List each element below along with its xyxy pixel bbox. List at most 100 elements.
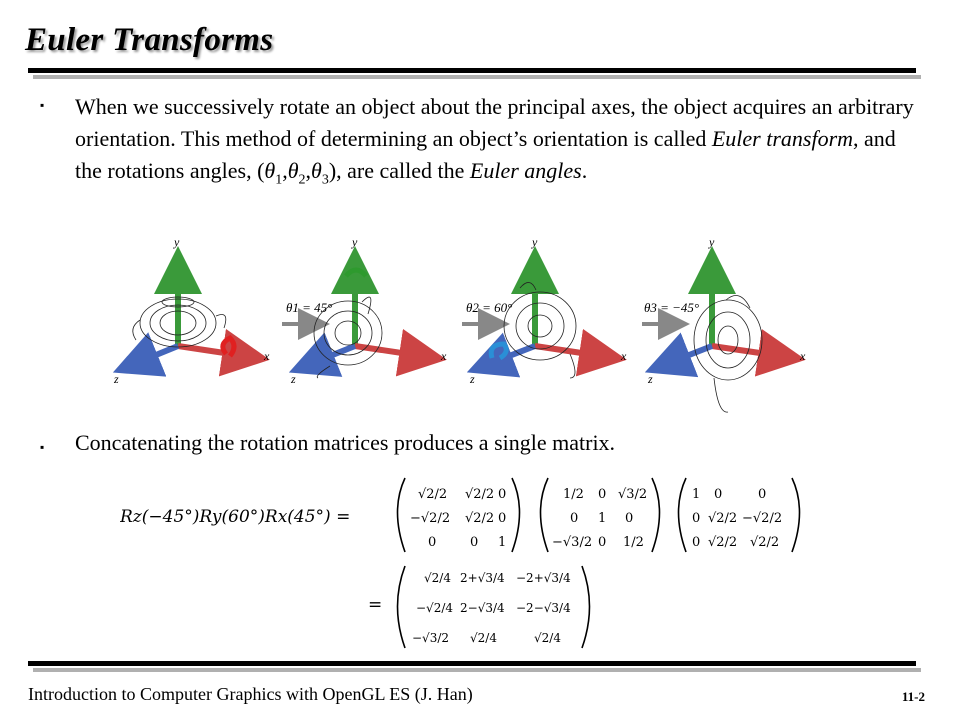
z-axis-label: z — [647, 372, 653, 386]
x-axis-label: x — [263, 349, 270, 363]
matrix-cell: √2/4 — [424, 571, 451, 585]
step-label-1: θ1 = 45° — [286, 300, 332, 315]
matrix-cell: √2/4 — [534, 631, 561, 645]
footer-citation: Introduction to Computer Graphics with O… — [28, 684, 473, 704]
matrix-cell: 0 — [714, 487, 722, 502]
matrix-cell: √2/4 — [470, 631, 497, 645]
matrix-cell: 0 — [570, 511, 578, 526]
slide-title: Euler Transforms — [25, 22, 274, 58]
para-comma: , — [305, 158, 312, 183]
x-axis-label: x — [620, 349, 627, 363]
bullet-paragraph-concat: Concatenating the rotation matrices prod… — [75, 430, 616, 455]
z-axis — [112, 332, 180, 377]
matrix-ry: 1/2 0 √3/2 0 1 0 −√3/2 0 1/2 — [539, 477, 661, 553]
matrix-cell: 0 — [498, 511, 506, 526]
theta-subscript: 2 — [298, 172, 306, 188]
matrix-result: √2/4 2+√3/4 −2+√3/4 −√2/4 2−√3/4 −2−√3/4… — [396, 565, 591, 649]
matrix-cell: √2/2 — [465, 511, 494, 526]
matrix-cell: −√2/2 — [742, 511, 782, 526]
rotation-y-arrow — [344, 267, 368, 278]
z-axis — [644, 332, 714, 378]
teapot-wireframe — [503, 282, 577, 379]
bullet-marker: ▪ — [40, 440, 45, 454]
stage-2: y x z — [288, 235, 447, 386]
x-axis-label: x — [799, 349, 806, 363]
equation-equals: = — [368, 595, 382, 615]
matrix-cell: −√2/2 — [410, 511, 450, 526]
theta-symbol: θ — [264, 158, 276, 183]
rotation-x-arrow — [220, 334, 237, 358]
z-axis — [288, 332, 357, 377]
matrix-cell: √3/2 — [618, 487, 647, 502]
matrix-rx: 1 0 0 0 √2/2 −√2/2 0 √2/2 √2/2 — [677, 477, 801, 553]
stage-1: y x z — [112, 235, 270, 386]
z-axis-label: z — [113, 372, 119, 386]
page-number: 11-2 — [901, 689, 925, 704]
footer-rule-shadow — [33, 668, 921, 672]
theta-symbol: θ — [311, 158, 322, 183]
footer-rule — [28, 661, 916, 666]
x-axis — [177, 328, 270, 377]
matrix-cell: √2/2 — [708, 511, 737, 526]
term-euler-transform: Euler transform — [711, 126, 854, 151]
matrix-cell: 1 — [692, 487, 700, 502]
y-axis-label: y — [531, 235, 538, 249]
matrix-cell: 0 — [470, 535, 478, 550]
title-rule-shadow — [33, 75, 921, 79]
teapot-wireframe — [313, 296, 383, 379]
matrix-cell: −2+√3/4 — [516, 571, 571, 585]
matrix-cell: 0 — [428, 535, 436, 550]
bullet-marker: ▪ — [40, 98, 45, 112]
para-text: ), are called the — [328, 158, 470, 183]
matrix-cell: 0 — [692, 535, 700, 550]
title-rule — [28, 68, 916, 73]
matrix-cell: 2+√3/4 — [460, 571, 505, 585]
step-label-2: θ2 = 60° — [466, 300, 512, 315]
matrix-cell: 1/2 — [563, 487, 584, 502]
matrix-cell: 1/2 — [623, 535, 644, 550]
equation-lhs: Rz(−45°)Ry(60°)Rx(45°) = — [120, 507, 350, 527]
stage-4: y x z — [644, 235, 806, 413]
para-text: . — [581, 158, 588, 183]
x-axis — [711, 329, 806, 377]
matrix-cell: 2−√3/4 — [460, 601, 505, 615]
x-axis-label: x — [440, 349, 447, 363]
z-axis-label: z — [469, 372, 475, 386]
theta-subscript: 3 — [321, 172, 329, 188]
y-axis-label: y — [708, 235, 715, 249]
stage-3: y x z — [466, 235, 627, 386]
matrix-cell: 0 — [498, 487, 506, 502]
matrix-cell: 0 — [598, 535, 606, 550]
rotation-z-arrow — [488, 341, 509, 361]
matrix-cell: 1 — [598, 511, 606, 526]
teapot-wireframe — [132, 296, 227, 348]
z-axis — [466, 332, 537, 378]
matrix-cell: √2/2 — [465, 487, 494, 502]
matrix-cell: √2/2 — [418, 487, 447, 502]
matrix-cell: 0 — [625, 511, 633, 526]
matrix-cell: 1 — [498, 535, 506, 550]
theta-subscript: 1 — [275, 172, 283, 188]
matrix-rz: √2/2 √2/2 0 −√2/2 √2/2 0 0 0 1 — [396, 477, 521, 553]
matrix-cell: −2−√3/4 — [516, 601, 571, 615]
matrix-cell: −√3/2 — [552, 535, 592, 550]
y-axis-label: y — [173, 235, 180, 249]
theta-symbol: θ — [287, 158, 299, 183]
euler-rotation-figure: y x z θ1 = 45° y x z θ2 = 60° — [112, 235, 806, 413]
x-axis — [354, 328, 447, 377]
para-text: When we successively rotate an object ab… — [75, 94, 914, 151]
matrix-cell: 0 — [598, 487, 606, 502]
matrix-cell: 0 — [692, 511, 700, 526]
matrix-cell: √2/2 — [750, 535, 779, 550]
para-text: , and the rotations angles, ( — [75, 126, 896, 183]
matrix-cell: 0 — [758, 487, 766, 502]
bullet-paragraph-euler: When we successively rotate an object ab… — [75, 91, 920, 196]
z-axis-label: z — [290, 372, 296, 386]
y-axis-label: y — [351, 235, 358, 249]
para-comma: , — [282, 158, 288, 183]
matrix-cell: √2/2 — [708, 535, 737, 550]
step-label-3: θ3 = −45° — [644, 300, 699, 315]
matrix-cell: −√3/2 — [412, 631, 449, 645]
rotation-matrix-equation: Rz(−45°)Ry(60°)Rx(45°) = √2/2 √2/2 0 −√2… — [120, 477, 801, 649]
teapot-wireframe — [693, 295, 763, 413]
